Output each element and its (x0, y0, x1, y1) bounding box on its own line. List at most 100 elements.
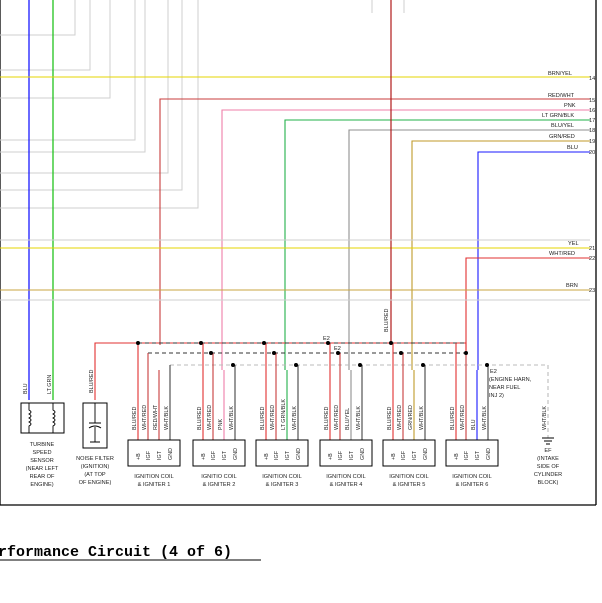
coil-6-pin-1: +B (454, 453, 460, 460)
ground-caption-3: CYLINDER (534, 472, 562, 478)
coil-6-wire-label-4: WHT/BLK (482, 406, 488, 430)
coil-3-pin-4: GND (296, 448, 302, 460)
noise-caption-2: (IGNITION) (81, 464, 110, 470)
coil-1-wire-label-1: BLU/RED (132, 407, 138, 430)
wire-label-group: BRN/YEL 14 RED/WHT 15 PNK 16 LT GRN/BLK … (542, 71, 595, 294)
coil-4-body (319, 439, 373, 467)
coil-5-wire-label-3: GRN/RED (408, 405, 414, 430)
label-engine-harn-3: INJ 2) (489, 393, 504, 399)
sensor-caption-5: REAR OF (30, 474, 55, 480)
label-22: 22 (589, 256, 595, 262)
coil-2-wire-label-2: WHT/RED (207, 405, 213, 430)
wire-16-pnk (221, 109, 590, 370)
wire-22-wht-red (465, 257, 590, 353)
coil-5-pin-2: IGF (401, 450, 407, 460)
label-20: 20 (589, 150, 595, 156)
label-lt-grn-blk: LT GRN/BLK (542, 113, 574, 119)
bus-blu-red (94, 342, 467, 400)
coil-1-pin-3: IGT (157, 450, 163, 460)
coil-5-body (382, 439, 436, 467)
diagram-frame (0, 0, 597, 506)
coil-4-wire-label-4: WHT/BLK (356, 406, 362, 430)
coil-1-caption-1: IGNITION COIL (134, 474, 173, 480)
coil-3-pin-1: +B (264, 453, 270, 460)
wire-18-blu-yel (348, 129, 590, 370)
label-e2-mid: E2 (334, 346, 341, 352)
coil-1-pin-4: GND (168, 448, 174, 460)
ground-tag: EF (544, 448, 552, 454)
label-noise-filter-wire: BLU/RED (89, 370, 95, 393)
wire-17-lt-grn-blk (284, 119, 590, 370)
coil-3-body (255, 439, 309, 467)
sensor-coil-icon (27, 403, 32, 433)
coil-6-pin-3: IGT (475, 450, 481, 460)
label-yel: YEL (568, 241, 579, 247)
coil-1-body (127, 439, 181, 467)
coil-2-caption-2: & IGNITER 2 (203, 482, 236, 488)
coil-4-wire-label-2: WHT/RED (334, 405, 340, 430)
coil-6-caption-1: IGNITION COIL (452, 474, 491, 480)
coil-3-pin-3: IGT (285, 450, 291, 460)
distribution-buses (94, 342, 549, 438)
coil-1-pin-2: IGF (146, 450, 152, 460)
label-ground-wire: WHT/BLK (542, 406, 548, 430)
sensor-caption-2: SPEED (33, 450, 52, 456)
label-14: 14 (589, 76, 595, 82)
label-engine-harn-1: (ENGINE HARN, (489, 377, 532, 383)
noise-filter: BLU/RED NOISE FILTER (IGNITION) (AT TOP … (76, 370, 114, 486)
sensor-caption-4: (NEAR LEFT (26, 466, 59, 472)
page-title: rformance Circuit (4 of 6) (0, 544, 232, 561)
ground-caption-1: (INTAKE (537, 456, 559, 462)
coil-1-wire-label-4: WHT/BLK (164, 406, 170, 430)
label-18: 18 (589, 128, 595, 134)
coil-6-pin-2: IGF (464, 450, 470, 460)
sensor-body (20, 402, 65, 434)
coil-1-wire-label-3: RED/WHT (153, 404, 159, 430)
sensor-caption-3: SENSOR (30, 458, 54, 464)
noise-caption-1: NOISE FILTER (76, 456, 114, 462)
ground-caption-4: BLOCK) (538, 480, 559, 486)
label-sensor-blu: BLU (23, 383, 29, 394)
label-red-wht: RED/WHT (548, 93, 575, 99)
noise-caption-4: OF ENGINE) (79, 480, 112, 486)
coil-6-body (445, 439, 499, 467)
label-blu-yel: BLU/YEL (551, 123, 574, 129)
label-pnk: PNK (564, 103, 576, 109)
noise-caption-3: (AT TOP (84, 472, 106, 478)
coil-drop-wires (137, 343, 489, 440)
label-16: 16 (589, 108, 595, 114)
label-e2-right: E2 (490, 369, 497, 375)
coil-2-body (192, 439, 246, 467)
coil-4-caption-2: & IGNITER 4 (330, 482, 363, 488)
coil-4-pin-3: IGT (349, 450, 355, 460)
harness-wires (0, 0, 590, 370)
label-15: 15 (589, 98, 595, 104)
coil-1-pin-1: +B (136, 453, 142, 460)
ground-caption-2: SIDE OF (537, 464, 560, 470)
label-engine-harn-2: NEAR FUEL (489, 385, 520, 391)
coil-6-pin-4: GND (486, 448, 492, 460)
coil-5-pin-1: +B (391, 453, 397, 460)
coil-5-pin-3: IGT (412, 450, 418, 460)
coil-2-wire-label-1: BLU/RED (197, 407, 203, 430)
coil-6-wire-label-1: BLU/RED (450, 407, 456, 430)
label-brn: BRN (566, 283, 578, 289)
ignition-coil-group: BLU/RED WHT/RED RED/WHT WHT/BLK +B IGF IGT GND I… (127, 399, 499, 488)
coil-4-wire-label-1: BLU/RED (324, 407, 330, 430)
coil-4-caption-1: IGNITION COIL (326, 474, 365, 480)
label-17: 17 (589, 118, 595, 124)
turbine-speed-sensor: BLU LT GRN TURBINE SPEED SENSOR (NEAR LE… (20, 375, 65, 488)
coil-2-pin-3: IGT (222, 450, 228, 460)
coil-3-caption-2: & IGNITER 3 (266, 482, 299, 488)
coil-5-wire-label-2: WHT/RED (397, 405, 403, 430)
coil-4-pin-1: +B (328, 453, 334, 460)
coil-3-caption-1: IGNITION COIL (262, 474, 301, 480)
coil-2-caption-1: IGNITIO COIL (201, 474, 236, 480)
coil-4-pin-2: IGF (338, 450, 344, 460)
coil-5-pin-4: GND (423, 448, 429, 460)
wire-15-red-wht (159, 98, 590, 345)
background-gray-wires (0, 0, 405, 209)
